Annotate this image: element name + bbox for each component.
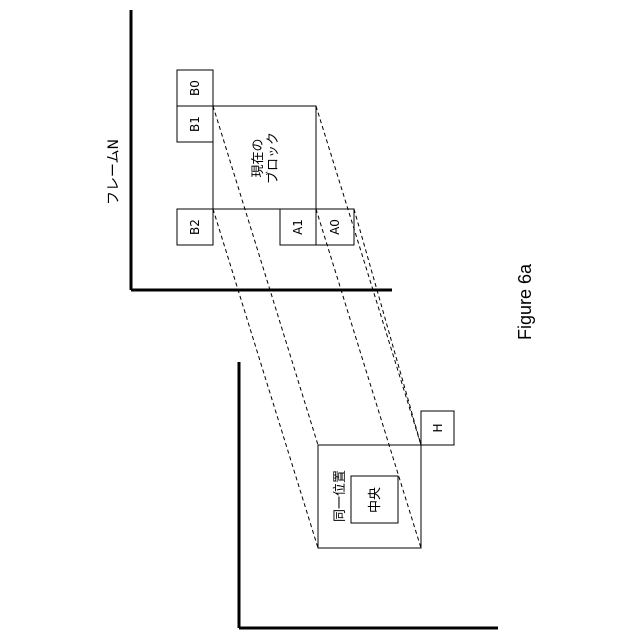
label-a1: A1 [291,219,305,235]
label-b0: B0 [188,80,202,96]
colocated-label: 同一位置 [333,470,348,522]
current-block-label-line1: 現在の [251,138,266,177]
current-block-label-line2: ブロック [265,132,281,184]
frame-n-label: フレームN [106,139,122,205]
projection-line-5 [354,209,421,445]
center-label: 中央 [368,487,383,513]
label-b2: B2 [188,219,202,235]
label-b1: B1 [188,116,202,132]
label-a0: A0 [328,219,342,235]
projection-lines [213,106,421,548]
figure-caption: Figure 6a [515,263,535,340]
label-h: H [431,423,445,432]
projection-line-3 [213,209,318,548]
projection-line-2 [316,106,421,445]
